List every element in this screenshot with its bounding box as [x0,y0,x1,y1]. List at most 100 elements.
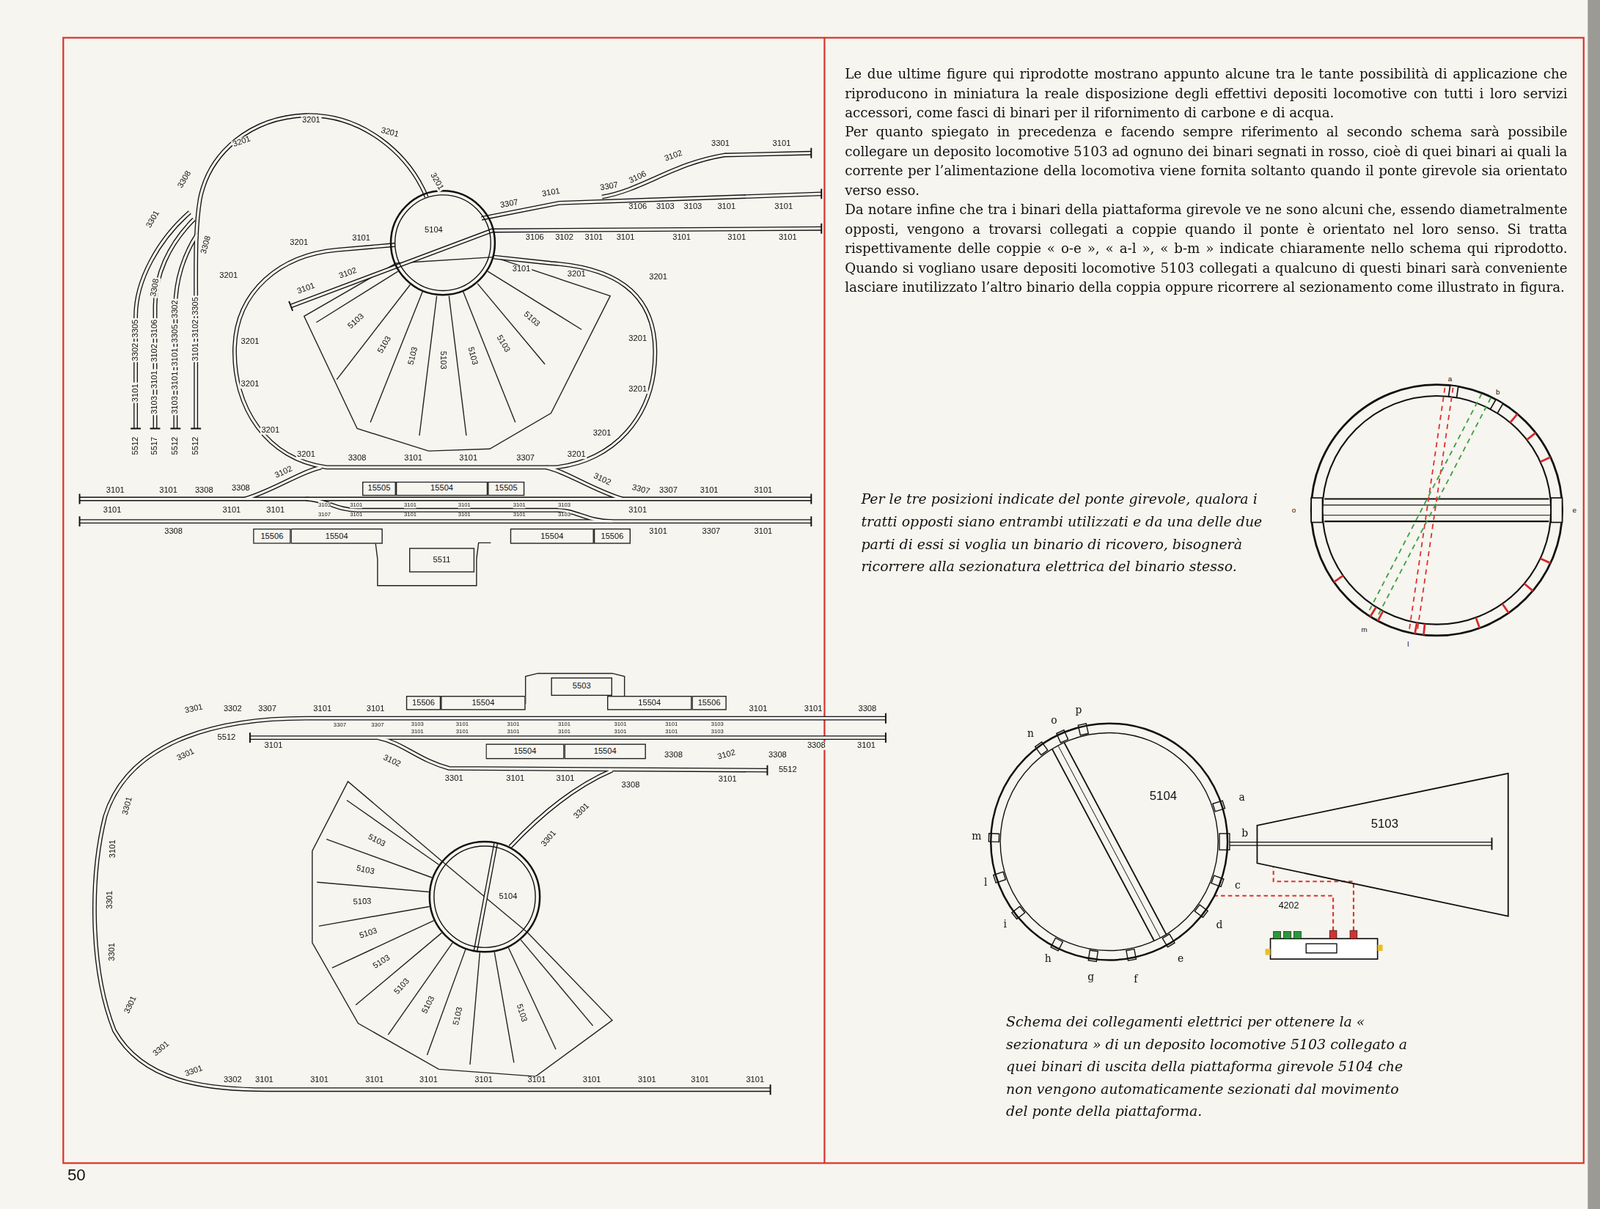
track-number: 3101 [771,140,792,149]
track-number: 3307 [257,705,278,714]
track-number: 3201 [260,426,281,435]
track-number: 3101 [506,728,520,735]
track-number: 5103 [354,864,377,877]
track-number: 3103 [711,728,724,735]
track-number: 3101 [513,512,526,519]
track-number: 3301 [151,1039,172,1059]
track-number: 3308 [805,742,827,751]
track-number: 3101 [583,233,605,242]
track-number: 3101 [254,1076,275,1085]
track-number: 3101 [778,233,799,242]
track-number: 3301 [108,942,117,963]
turntable-scheme [1311,384,1562,636]
track-number: 3101 [263,742,284,751]
platform-box: 15504 [291,528,383,545]
track-number: 3308 [857,705,878,714]
fan-outline [470,952,480,1064]
shed-outline [1256,773,1508,917]
track-number: 5512 [778,766,799,775]
buffer-stop [130,427,201,429]
track-number: 3308 [149,277,162,299]
track-number: 3101 [192,341,201,363]
fan-outline [463,291,516,423]
turntable: 5104 [428,841,541,954]
track-number: 3201 [379,126,401,140]
platform-box: 15506 [691,695,726,710]
track-number: 3101 [505,774,526,783]
paragraph: Per quanto spiegato in precedenza e face… [844,122,1568,201]
part-number: 5104 [1149,789,1177,803]
track-number: 3102 [151,343,160,364]
track-number: 3106 [151,318,160,339]
track-number: 3102 [337,266,360,281]
turntable-scheme [1423,624,1425,636]
platform-box: 5503 [550,677,612,696]
track-number: 3308 [230,484,252,493]
fan-outline [520,940,593,1026]
part-number: 15505 [494,484,518,493]
part-number: 15505 [367,484,391,493]
part-number: 15504 [513,747,537,756]
track-number: 3101 [312,705,333,714]
fan-outline [316,882,429,892]
track-number: 3101 [158,486,179,495]
turntable-scheme [1333,575,1344,583]
part-number: 15504 [430,484,454,493]
part-number: 15504 [325,532,349,541]
red-button [1349,930,1358,939]
part-number: 5104 [424,226,443,235]
track-number: 3101 [171,346,180,368]
turntable-scheme [1417,387,1454,631]
track-number: 5103 [438,349,447,371]
track-number: 3101 [747,705,769,714]
track-number: 5103 [351,897,373,907]
shed-outline [1255,772,1511,918]
track-number: 3102 [381,753,404,770]
track-number: 5103 [451,1005,465,1027]
track-number: 3307 [371,723,384,729]
turntable-ring [395,195,492,292]
track-number: 3201 [627,334,649,343]
fan-outline [419,296,438,437]
track-number: 3103 [318,502,331,509]
track-number: 3103 [682,203,704,212]
track-number: 3101 [404,512,417,519]
turntable-scheme [1370,607,1377,617]
turntable: 5104 [390,189,497,297]
track-number: 3101 [753,486,774,495]
caption: Schema dei collegamenti elettrici per ot… [1005,1010,1426,1123]
part-number: 5511 [433,555,451,564]
track-number: 3101 [856,742,877,751]
track-number: 3302 [222,1076,244,1085]
turntable-scheme [1324,520,1549,523]
track-number: 3101 [717,775,738,784]
track-number: 3308 [620,781,641,790]
track-letter: m [970,831,983,842]
caption: Per le tre posizioni indicate del ponte … [860,487,1281,578]
track-number: 3301 [710,140,732,149]
track-letter: o [1050,714,1059,726]
green-button [1294,931,1302,940]
track-number: 3101 [753,527,774,536]
track-number: 3103 [711,721,724,728]
track-number: 3101 [265,505,286,515]
fan-outline [387,942,453,1035]
turntable-exits [1058,745,1161,938]
turntable-scheme [1550,497,1562,523]
turntable-scheme [1311,497,1323,523]
page-frame [1587,0,1600,1209]
page-frame [63,37,1584,1163]
track-number: 3101 [364,1076,385,1085]
fan-outline [477,283,545,365]
turntable-scheme [1510,414,1518,424]
track-number: 3308 [346,453,368,462]
track-number: 3307 [658,486,680,495]
track-number: 3101 [295,281,318,297]
track-number: 3101 [109,838,118,860]
turntable-ring [429,841,540,952]
track-number: 3101 [309,1076,330,1085]
platform-box: 15505 [362,481,396,496]
track-number: 3102 [662,148,685,164]
turntable-ring [390,190,495,295]
